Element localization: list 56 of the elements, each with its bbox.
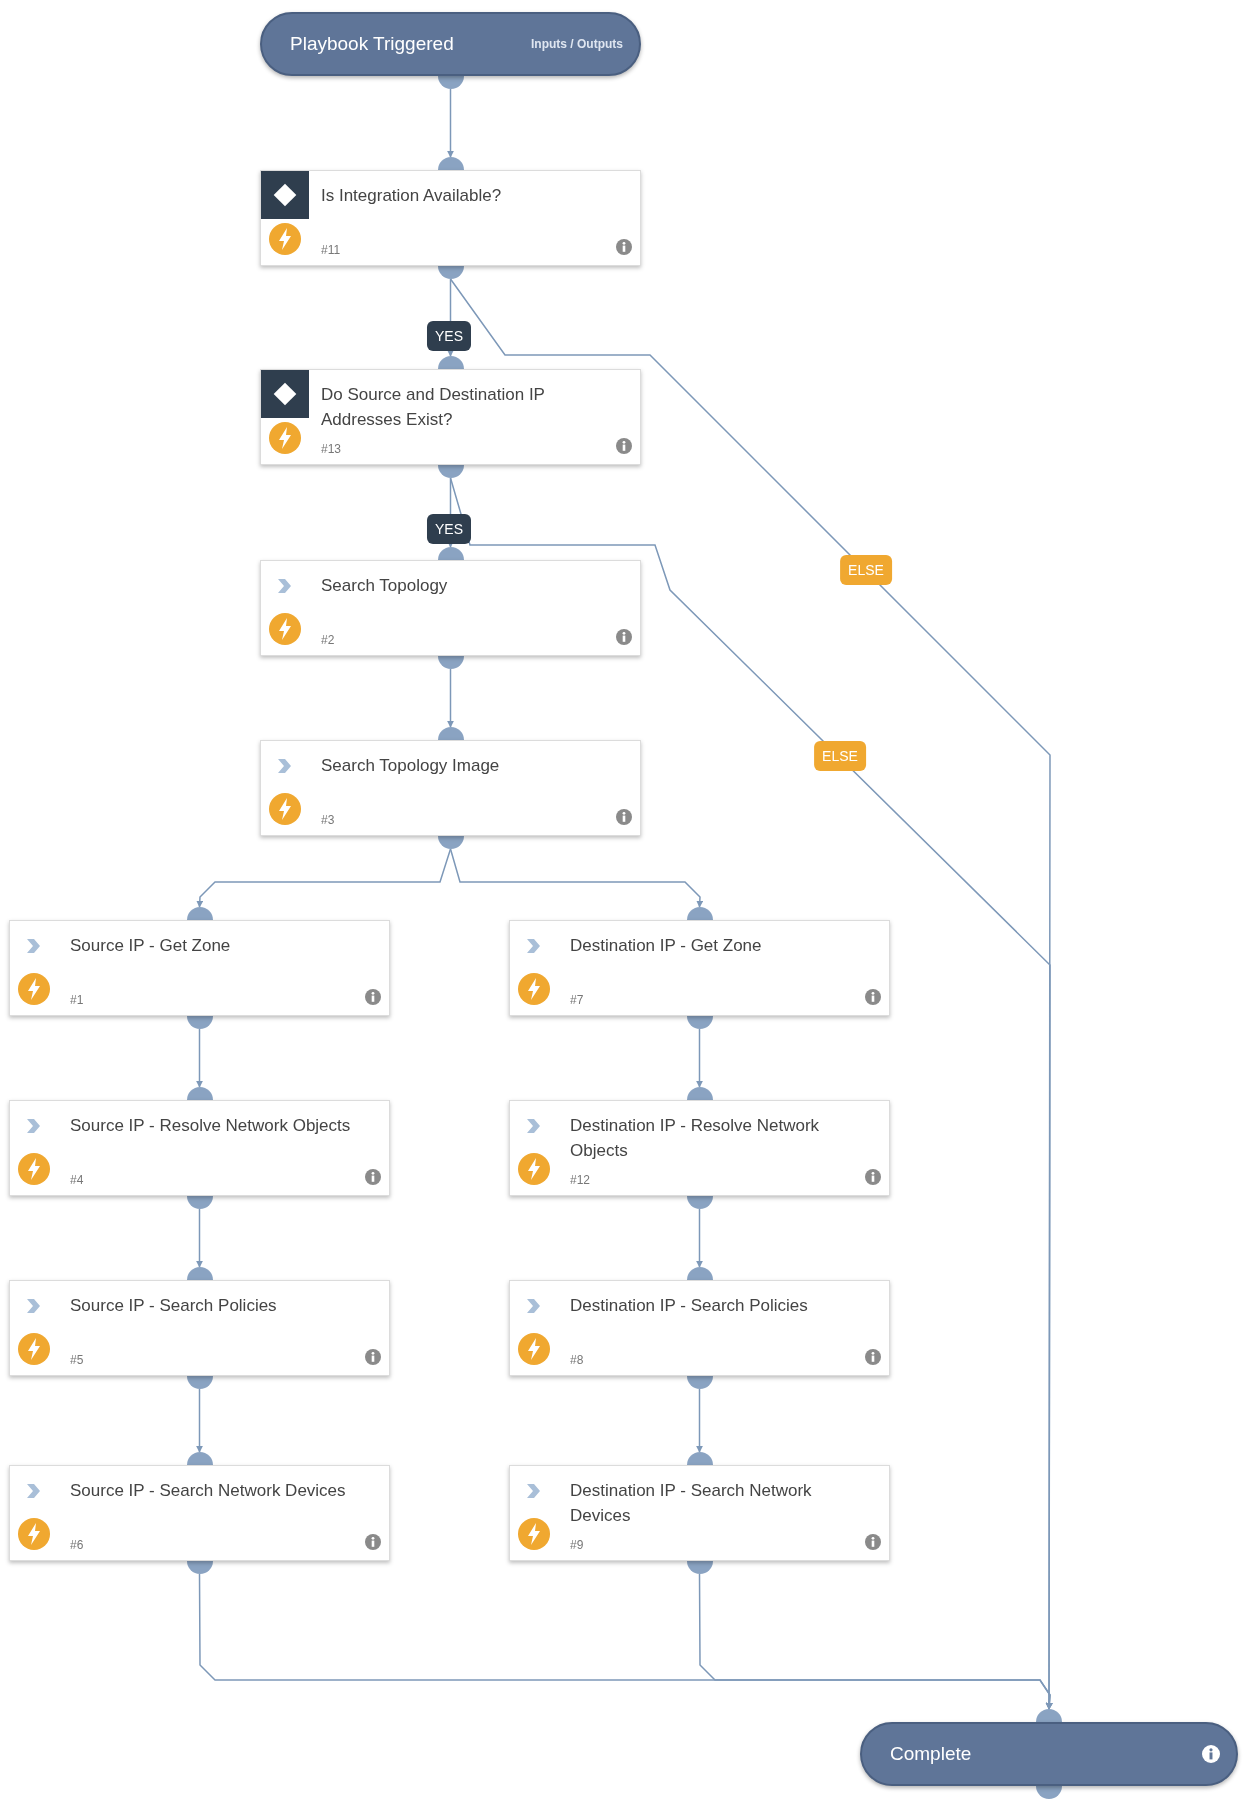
task-title: Search Topology [321,575,449,597]
connector-arrow [196,1028,203,1088]
task-title: Destination IP - Search Policies [570,1295,809,1317]
task-title: Do Source and Destination IP Addresses Exist? [321,384,546,431]
task-number: #1 [70,993,84,1007]
task-card [260,740,641,836]
node-title: Playbook Triggered [290,33,455,55]
terminal-node [860,1722,1238,1786]
connector-arrow [196,1388,203,1453]
task-card [260,560,641,656]
task-title: Source IP - Get Zone [70,935,232,957]
task-number: #4 [70,1173,84,1187]
task-number: #5 [70,1353,84,1367]
connector-arrow [447,668,454,728]
task-number: #6 [70,1538,84,1552]
task-card [509,1280,890,1376]
task-card [9,1465,390,1561]
task-number: #9 [570,1538,584,1552]
task-number: #11 [321,243,341,257]
connector-arrow [449,848,704,908]
connector-arrow [696,1388,703,1453]
task-card [9,1100,390,1196]
task-title: Source IP - Search Network Devices [70,1480,347,1502]
task-number: #8 [570,1353,584,1367]
task-card [9,1280,390,1376]
connector-arrow [698,1573,1053,1710]
task-title: Source IP - Search Policies [70,1295,278,1317]
connector-arrow [447,88,454,158]
task-card [9,920,390,1016]
condition-task-card [260,369,641,465]
task-card [509,920,890,1016]
task-number: #12 [570,1173,591,1187]
connector-arrow [696,1028,703,1088]
node-title: Complete [890,1743,973,1765]
io-link: Inputs / Outputs [531,37,623,51]
task-number: #13 [321,442,342,456]
task-title: Destination IP - Resolve Network Objects [570,1115,821,1162]
connector-arrow [696,1208,703,1268]
task-title: Is Integration Available? [321,185,503,207]
task-number: #7 [570,993,584,1007]
edge-label: YES [427,514,471,544]
task-title: Search Topology Image [321,755,501,777]
edge-label: YES [427,321,471,351]
edge-label: ELSE [814,741,866,771]
task-title: Destination IP - Search Network Devices [570,1480,813,1527]
edge-label: ELSE [840,555,892,585]
condition-task-card [260,170,641,266]
task-title: Destination IP - Get Zone [570,935,763,957]
task-title: Source IP - Resolve Network Objects [70,1115,352,1137]
task-number: #2 [321,633,335,647]
connector-arrow [196,1208,203,1268]
task-card [509,1465,890,1561]
terminal-node [260,12,641,76]
task-card [509,1100,890,1196]
connector-arrow [196,848,452,908]
task-number: #3 [321,813,335,827]
